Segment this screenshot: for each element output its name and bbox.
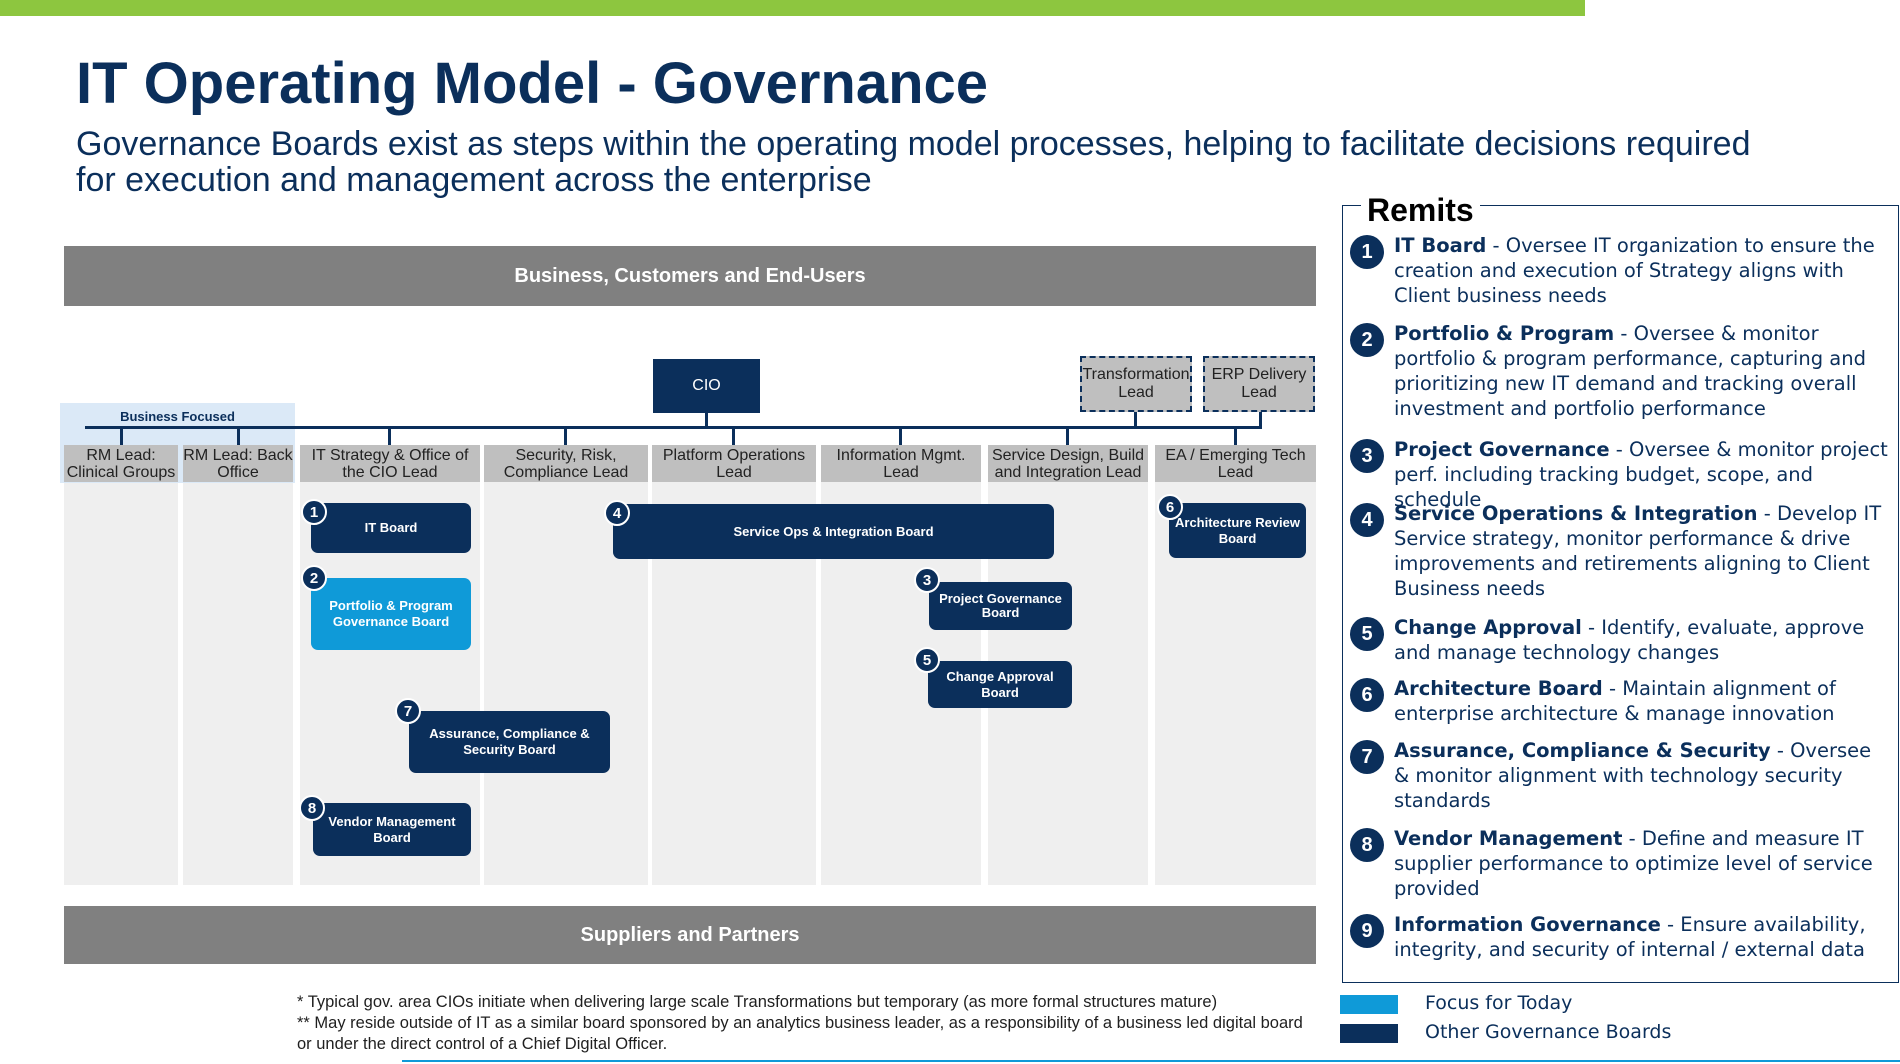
badge-3: 3: [914, 567, 940, 593]
lead-it-strategy: IT Strategy & Office of the CIO Lead: [300, 445, 480, 482]
remit-item-4: 4 Service Operations & Integration - Dev…: [1350, 501, 1890, 601]
remit-badge: 2: [1350, 323, 1384, 357]
lead-connector: [1234, 426, 1237, 446]
remit-name: Architecture Board: [1394, 677, 1603, 700]
remit-name: Portfolio & Program: [1394, 322, 1615, 345]
erp-connector: [1259, 411, 1262, 429]
remit-desc: - Develop IT Service strategy, monitor p…: [1394, 502, 1882, 600]
badge-1: 1: [301, 499, 327, 525]
remit-desc: - Maintain alignment of enterprise archi…: [1394, 677, 1836, 725]
lead-rm-back-office: RM Lead: Back Office: [183, 445, 293, 482]
board-project-governance: Project Governance Board: [929, 582, 1072, 630]
remit-name: Change Approval: [1394, 616, 1582, 639]
lead-connector: [120, 426, 123, 446]
legend-other-label: Other Governance Boards: [1425, 1021, 1672, 1043]
remit-desc: - Oversee IT organization to ensure the …: [1394, 234, 1875, 307]
remit-badge: 6: [1350, 678, 1384, 712]
remit-badge: 1: [1350, 235, 1384, 269]
remit-desc: - Identify, evaluate, approve and manage…: [1394, 616, 1865, 664]
business-customers-band: Business, Customers and End-Users: [64, 246, 1316, 306]
remit-name: Project Governance: [1394, 438, 1610, 461]
board-portfolio-program: Portfolio & Program Governance Board: [311, 578, 471, 650]
remit-item-8: 8 Vendor Management - Define and measure…: [1350, 826, 1890, 901]
footnote-1: * Typical gov. area CIOs initiate when d…: [297, 993, 1218, 1011]
lead-info-mgmt: Information Mgmt. Lead: [821, 445, 981, 482]
badge-2: 2: [301, 565, 327, 591]
remit-item-5: 5 Change Approval - Identify, evaluate, …: [1350, 615, 1890, 665]
remit-item-7: 7 Assurance, Compliance & Security - Ove…: [1350, 738, 1890, 813]
remit-badge: 7: [1350, 740, 1384, 774]
board-service-ops: Service Ops & Integration Board: [613, 504, 1054, 559]
lead-rm-clinical: RM Lead: Clinical Groups: [64, 445, 178, 482]
business-focused-label: Business Focused: [120, 409, 235, 424]
footnote-2: ** May reside outside of IT as a similar…: [297, 1014, 1303, 1053]
badge-6: 6: [1157, 494, 1183, 520]
remit-name: Service Operations & Integration: [1394, 502, 1758, 525]
legend-focus-swatch: [1340, 995, 1398, 1014]
erp-delivery-lead-box: ERP Delivery Lead: [1203, 356, 1315, 412]
remit-desc: - Ensure availability, integrity, and se…: [1394, 913, 1866, 961]
suppliers-partners-band: Suppliers and Partners: [64, 906, 1316, 964]
badge-5: 5: [914, 647, 940, 673]
transformation-connector: [1134, 411, 1137, 429]
remit-desc: - Oversee & monitor portfolio & program …: [1394, 322, 1866, 420]
transformation-lead-box: Transformation Lead: [1080, 356, 1192, 412]
remit-badge: 4: [1350, 503, 1384, 537]
board-vendor-management: Vendor Management Board: [313, 803, 471, 856]
remit-item-9: 9 Information Governance - Ensure availa…: [1350, 912, 1890, 962]
column-rm-clinical: [64, 447, 178, 885]
bottom-accent-line: [402, 1060, 1900, 1062]
cio-connector: [705, 413, 708, 429]
lead-service-design: Service Design, Build and Integration Le…: [988, 445, 1148, 482]
remits-title: Remits: [1361, 192, 1480, 229]
remit-name: Information Governance: [1394, 913, 1661, 936]
remit-item-1: 1 IT Board - Oversee IT organization to …: [1350, 233, 1890, 308]
top-accent-bar: [0, 0, 1585, 16]
board-it-board: IT Board: [311, 503, 471, 553]
badge-7: 7: [395, 698, 421, 724]
lead-connector: [564, 426, 567, 446]
lead-security: Security, Risk, Compliance Lead: [484, 445, 648, 482]
footnotes: * Typical gov. area CIOs initiate when d…: [297, 992, 1317, 1055]
badge-4: 4: [604, 500, 630, 526]
remit-badge: 5: [1350, 617, 1384, 651]
remit-name: Assurance, Compliance & Security: [1394, 739, 1771, 762]
lead-connector: [899, 426, 902, 446]
remit-desc: - Oversee & monitor project perf. includ…: [1394, 438, 1888, 511]
remit-badge: 3: [1350, 439, 1384, 473]
remit-name: IT Board: [1394, 234, 1487, 257]
lead-connector: [1066, 426, 1069, 446]
board-assurance-compliance: Assurance, Compliance & Security Board: [409, 711, 610, 773]
remit-desc: - Define and measure IT supplier perform…: [1394, 827, 1873, 900]
board-architecture-review: Architecture Review Board: [1169, 503, 1306, 558]
badge-8: 8: [299, 795, 325, 821]
legend-other-swatch: [1340, 1024, 1398, 1043]
lead-connector: [732, 426, 735, 446]
lead-ea: EA / Emerging Tech Lead: [1155, 445, 1316, 482]
lead-connector: [388, 426, 391, 446]
cio-box: CIO: [653, 359, 760, 413]
page-subtitle: Governance Boards exist as steps within …: [76, 125, 1751, 199]
legend-focus-label: Focus for Today: [1425, 992, 1573, 1014]
remit-desc: - Oversee & monitor alignment with techn…: [1394, 739, 1872, 812]
board-change-approval: Change Approval Board: [928, 661, 1072, 708]
remits-panel: [1342, 205, 1899, 983]
remit-name: Vendor Management: [1394, 827, 1623, 850]
column-rm-back-office: [183, 447, 293, 885]
remit-item-3: 3 Project Governance - Oversee & monitor…: [1350, 437, 1890, 512]
remit-item-6: 6 Architecture Board - Maintain alignmen…: [1350, 676, 1890, 726]
remit-item-2: 2 Portfolio & Program - Oversee & monito…: [1350, 321, 1890, 421]
lead-connector: [237, 426, 240, 446]
remit-badge: 8: [1350, 828, 1384, 862]
lead-platform-ops: Platform Operations Lead: [652, 445, 816, 482]
page-title: IT Operating Model - Governance: [76, 51, 989, 116]
org-connector-horizontal: [85, 426, 1262, 429]
remit-badge: 9: [1350, 914, 1384, 948]
